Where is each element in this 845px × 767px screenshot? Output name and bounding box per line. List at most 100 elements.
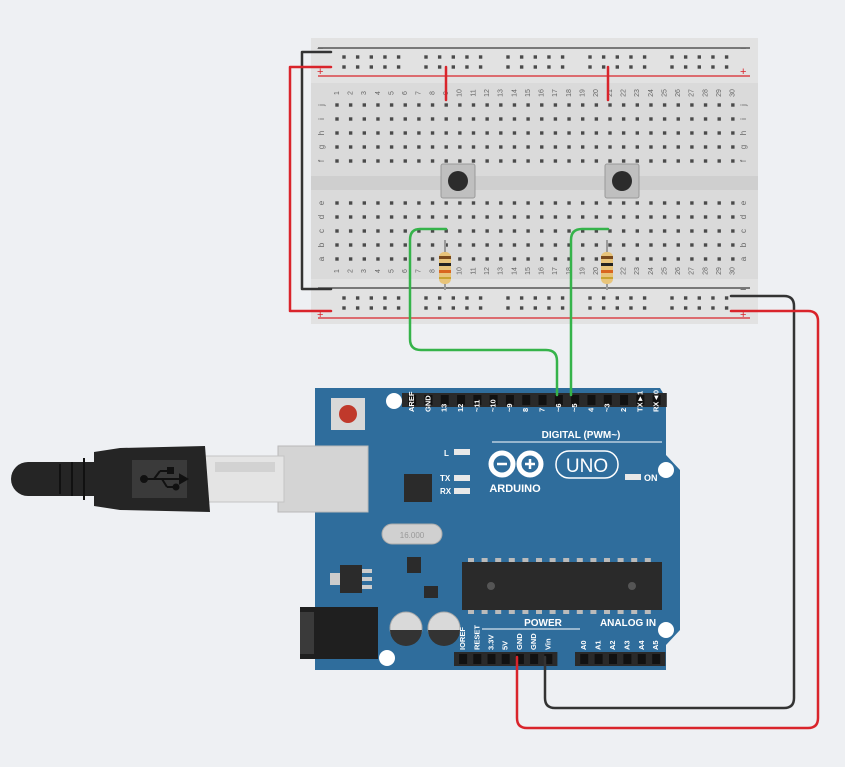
rail-hole[interactable]: [724, 296, 729, 300]
breadboard-hole[interactable]: [717, 243, 721, 247]
rail-hole[interactable]: [533, 296, 537, 300]
breadboard-hole[interactable]: [403, 145, 407, 149]
breadboard-hole[interactable]: [608, 215, 612, 219]
breadboard-hole[interactable]: [335, 145, 339, 149]
rail-hole[interactable]: [560, 296, 565, 300]
rail-hole[interactable]: [506, 55, 510, 59]
breadboard-hole[interactable]: [526, 229, 530, 233]
breadboard-hole[interactable]: [635, 257, 639, 261]
breadboard-hole[interactable]: [690, 257, 694, 261]
header-pin[interactable]: [501, 654, 510, 664]
breadboard-hole[interactable]: [676, 215, 680, 219]
rail-hole[interactable]: [711, 306, 715, 310]
breadboard-hole[interactable]: [376, 229, 380, 233]
breadboard-hole[interactable]: [581, 159, 585, 163]
breadboard-hole[interactable]: [376, 159, 380, 163]
rail-hole[interactable]: [478, 306, 483, 310]
rail-hole[interactable]: [724, 65, 729, 69]
breadboard-hole[interactable]: [581, 215, 585, 219]
breadboard-hole[interactable]: [690, 243, 694, 247]
breadboard-hole[interactable]: [594, 103, 599, 107]
breadboard-hole[interactable]: [444, 243, 448, 247]
rail-hole[interactable]: [670, 296, 674, 300]
breadboard-hole[interactable]: [430, 215, 435, 219]
breadboard-hole[interactable]: [485, 257, 489, 261]
breadboard-hole[interactable]: [458, 103, 462, 107]
rail-hole[interactable]: [629, 306, 633, 310]
breadboard-hole[interactable]: [499, 103, 503, 107]
breadboard-hole[interactable]: [512, 145, 517, 149]
rail-hole[interactable]: [683, 55, 688, 59]
breadboard-hole[interactable]: [553, 201, 558, 205]
header-pin[interactable]: [530, 654, 539, 664]
breadboard-hole[interactable]: [348, 103, 353, 107]
resistor-left[interactable]: [439, 240, 451, 290]
rail-hole[interactable]: [506, 296, 510, 300]
header-pin[interactable]: [587, 395, 596, 405]
breadboard-hole[interactable]: [703, 243, 708, 247]
header-pin[interactable]: [457, 395, 466, 405]
breadboard-hole[interactable]: [649, 145, 653, 149]
breadboard-hole[interactable]: [662, 201, 667, 205]
header-pin[interactable]: [440, 395, 449, 405]
rail-hole[interactable]: [629, 55, 633, 59]
breadboard-hole[interactable]: [362, 201, 366, 205]
rail-hole[interactable]: [355, 306, 360, 310]
reset-button-cap[interactable]: [339, 405, 357, 423]
breadboard-hole[interactable]: [430, 159, 435, 163]
breadboard-hole[interactable]: [348, 243, 353, 247]
rail-hole[interactable]: [615, 55, 619, 59]
breadboard-hole[interactable]: [540, 145, 544, 149]
breadboard-hole[interactable]: [471, 229, 476, 233]
breadboard-hole[interactable]: [649, 201, 653, 205]
rail-hole[interactable]: [451, 306, 455, 310]
breadboard-hole[interactable]: [430, 131, 435, 135]
breadboard-hole[interactable]: [676, 243, 680, 247]
header-pin[interactable]: [571, 395, 580, 405]
breadboard-hole[interactable]: [417, 131, 421, 135]
rail-hole[interactable]: [369, 296, 373, 300]
breadboard-hole[interactable]: [471, 145, 476, 149]
breadboard-hole[interactable]: [703, 159, 708, 163]
header-pin[interactable]: [538, 395, 547, 405]
rail-hole[interactable]: [642, 55, 647, 59]
breadboard-hole[interactable]: [512, 243, 517, 247]
rail-hole[interactable]: [588, 55, 592, 59]
breadboard-hole[interactable]: [731, 103, 735, 107]
header-pin[interactable]: [637, 654, 646, 664]
breadboard-hole[interactable]: [376, 117, 380, 121]
breadboard-hole[interactable]: [690, 117, 694, 121]
breadboard-hole[interactable]: [499, 159, 503, 163]
breadboard-hole[interactable]: [635, 201, 639, 205]
rail-hole[interactable]: [629, 65, 633, 69]
breadboard-hole[interactable]: [512, 117, 517, 121]
breadboard-hole[interactable]: [389, 159, 394, 163]
breadboard-hole[interactable]: [417, 243, 421, 247]
breadboard-hole[interactable]: [540, 201, 544, 205]
breadboard-hole[interactable]: [540, 229, 544, 233]
breadboard-hole[interactable]: [731, 257, 735, 261]
breadboard-hole[interactable]: [471, 243, 476, 247]
header-pin[interactable]: [505, 395, 514, 405]
rail-hole[interactable]: [383, 55, 387, 59]
breadboard-hole[interactable]: [635, 117, 639, 121]
rail-hole[interactable]: [547, 65, 551, 69]
rail-hole[interactable]: [601, 55, 606, 59]
rail-hole[interactable]: [588, 306, 592, 310]
breadboard-hole[interactable]: [430, 145, 435, 149]
breadboard-hole[interactable]: [362, 159, 366, 163]
breadboard-hole[interactable]: [703, 103, 708, 107]
rail-hole[interactable]: [342, 306, 346, 310]
breadboard-hole[interactable]: [458, 257, 462, 261]
header-pin[interactable]: [473, 654, 482, 664]
rail-hole[interactable]: [601, 65, 606, 69]
breadboard-hole[interactable]: [553, 131, 558, 135]
rail-hole[interactable]: [724, 55, 729, 59]
breadboard-hole[interactable]: [540, 243, 544, 247]
breadboard-hole[interactable]: [485, 117, 489, 121]
breadboard-hole[interactable]: [417, 215, 421, 219]
breadboard-hole[interactable]: [635, 159, 639, 163]
rail-hole[interactable]: [683, 65, 688, 69]
breadboard-hole[interactable]: [458, 131, 462, 135]
header-pin[interactable]: [522, 395, 531, 405]
